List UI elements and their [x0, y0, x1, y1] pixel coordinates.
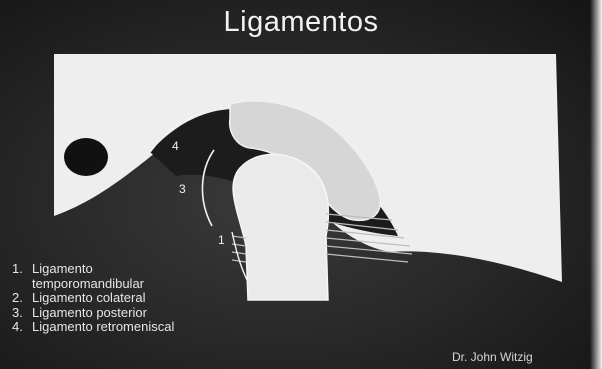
legend-item-3: 3. Ligamento posterior	[12, 304, 174, 321]
legend-item-1: 1. Ligamento temporomandibular	[12, 261, 174, 291]
callout-4: 4	[172, 139, 179, 153]
legend-item-2: 2. Ligamento colateral	[12, 290, 174, 306]
legend-item-4: 4. Ligamento retromeniscal	[12, 319, 175, 335]
legend-number: 3.	[12, 304, 23, 320]
author-credit: Dr. John Witzig	[452, 350, 533, 364]
ligament-posterior	[201, 149, 215, 227]
legend-number: 4.	[12, 319, 23, 334]
legend: 1. Ligamento temporomandibular 2. Ligame…	[12, 261, 175, 335]
articular-disc	[228, 100, 381, 222]
legend-number: 2.	[12, 290, 23, 305]
callout-3: 3	[179, 182, 186, 196]
legend-label: Ligamento retromeniscal	[32, 319, 175, 334]
ligament-temporomandibular	[231, 231, 249, 283]
legend-label: Ligamento temporomandibular	[32, 261, 145, 291]
mandibular-condyle	[232, 153, 330, 301]
slide-title: Ligamentos	[223, 6, 379, 38]
ear-canal	[64, 138, 108, 176]
legend-label: Ligamento posterior	[32, 304, 147, 320]
ligament-retromeniscal	[149, 109, 215, 153]
callout-1: 1	[218, 233, 225, 247]
legend-label: Ligamento colateral	[32, 290, 146, 305]
lateral-pterygoid	[231, 213, 413, 263]
legend-number: 1.	[12, 261, 23, 276]
